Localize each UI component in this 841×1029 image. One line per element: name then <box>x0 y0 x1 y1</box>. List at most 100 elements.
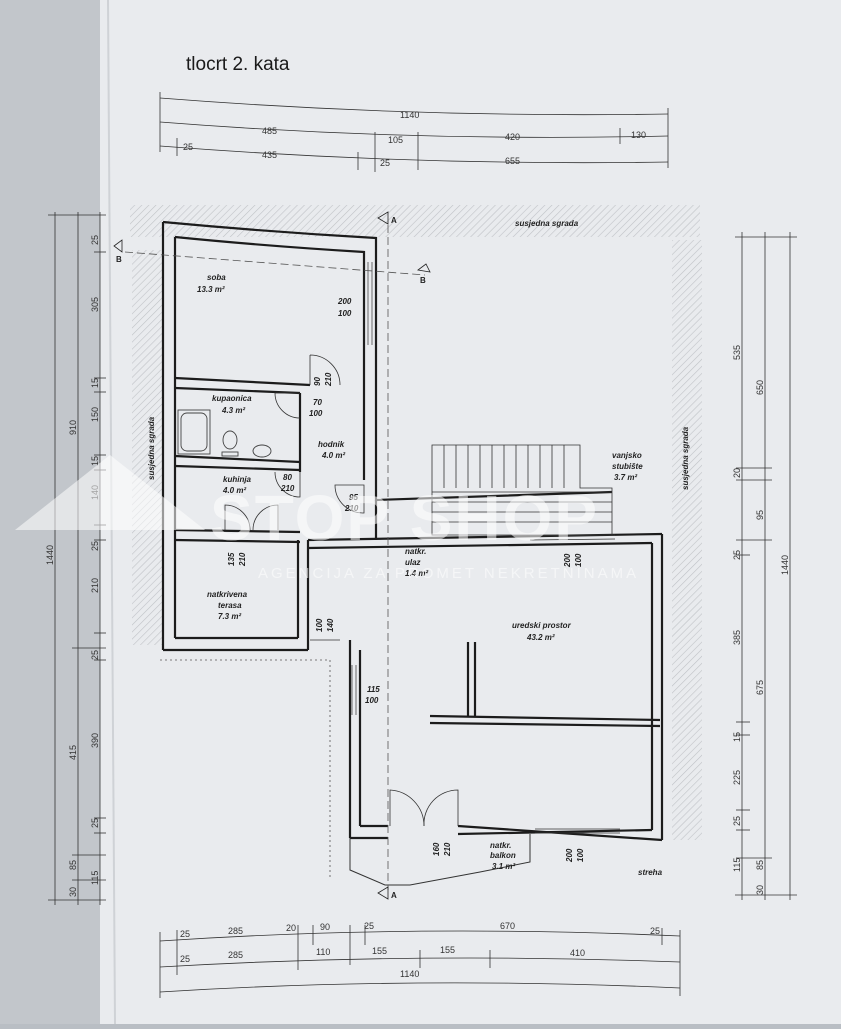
room-kuhinja-name: kuhinja <box>223 475 252 484</box>
section-mark-a-top: A <box>391 216 397 225</box>
dim-top-3c: 25 <box>380 158 390 168</box>
room-terasa-name-1: natkrivena <box>207 590 248 599</box>
opening-soba-window-w: 200 <box>337 297 352 306</box>
dim-right-in-1: 535 <box>732 345 742 360</box>
dim-bottom-1e: 25 <box>364 921 374 931</box>
opening-ured-bottom-w: 200 <box>565 848 574 863</box>
opening-ter-door-w: 135 <box>227 552 236 566</box>
walls <box>161 220 664 842</box>
dim-right-mid-4: 85 <box>755 860 765 870</box>
dim-top-3d: 655 <box>505 156 520 166</box>
opening-labels: 200 100 90 210 70 100 80 210 95 210 135 … <box>227 297 585 863</box>
section-marks: A A B B <box>113 211 431 900</box>
dim-left-in-3: 15 <box>90 378 100 388</box>
dim-top-3a: 25 <box>183 142 193 152</box>
section-mark-a-bottom: A <box>391 891 397 900</box>
opening-soba-door-w: 90 <box>313 377 322 386</box>
room-kuhinja-area: 4.0 m² <box>222 486 246 495</box>
bottom-dimensions <box>159 925 681 998</box>
dim-left-mid-1: 910 <box>68 420 78 435</box>
opening-kuh-door-h: 210 <box>280 484 295 493</box>
windows <box>310 262 620 834</box>
room-soba-area: 13.3 m² <box>197 285 225 294</box>
external-stairs <box>431 444 613 536</box>
room-ured-name: uredski prostor <box>512 621 572 630</box>
opening-kup-door-h: 100 <box>309 409 323 418</box>
opening-ter-door-h: 210 <box>238 552 247 567</box>
opening-ured-top-w: 200 <box>563 553 572 568</box>
room-balkon-area: 3.1 m² <box>492 862 515 871</box>
neighbor-hatch-right <box>672 240 702 840</box>
room-ulaz-name-1: natkr. <box>405 547 426 556</box>
room-balkon-name-2: balkon <box>490 851 516 860</box>
dim-right-in-5: 15 <box>732 732 742 742</box>
neighbor-label-top: susjedna sgrada <box>515 219 579 228</box>
opening-ured-left-w: 115 <box>367 685 380 694</box>
right-dim-labels: 1440 650 95 675 85 30 535 20 25 385 15 2… <box>732 345 790 895</box>
dim-right-in-2: 20 <box>732 468 742 478</box>
neighbor-hatch-top <box>130 205 700 237</box>
dim-bottom-1g: 25 <box>650 926 660 936</box>
dim-left-in-4: 150 <box>90 407 100 422</box>
dim-right-outer: 1440 <box>780 555 790 575</box>
neighbor-label-left: susjedna sgrada <box>147 416 156 480</box>
dim-left-in-11: 25 <box>90 818 100 828</box>
dim-left-in-8: 210 <box>90 578 100 593</box>
dim-right-mid-5: 30 <box>755 885 765 895</box>
dim-left-in-12: 115 <box>90 871 100 885</box>
dim-left-in-1: 25 <box>90 235 100 245</box>
room-stubiste-name-2: stubište <box>612 462 643 471</box>
opening-kup-door-w: 70 <box>313 398 322 407</box>
room-terasa-area: 7.3 m² <box>218 612 241 621</box>
dim-bottom-1b: 285 <box>228 926 243 936</box>
room-ulaz-name-2: ulaz <box>405 558 421 567</box>
room-balkon-name-1: natkr. <box>490 841 511 850</box>
dim-bottom-2b: 285 <box>228 950 243 960</box>
right-dimensions <box>735 232 797 900</box>
dim-bottom-2f: 410 <box>570 948 585 958</box>
dim-left-in-5: 15 <box>90 456 100 466</box>
dim-top-1: 1140 <box>400 110 419 120</box>
dim-right-mid-2: 95 <box>755 510 765 520</box>
neighbor-label-right: susjedna sgrada <box>681 426 690 490</box>
opening-ured-top-h: 100 <box>574 553 583 567</box>
dim-right-in-6: 225 <box>732 770 742 785</box>
dim-bottom-1a: 25 <box>180 929 190 939</box>
dim-bottom-2a: 25 <box>180 954 190 964</box>
opening-ured-door-h: 210 <box>443 842 452 857</box>
opening-ter-window-w: 100 <box>315 618 324 632</box>
room-stubiste-area: 3.7 m² <box>614 473 637 482</box>
room-hodnik-area: 4.0 m² <box>321 451 345 460</box>
room-terasa-name-2: terasa <box>218 601 242 610</box>
dim-right-in-3: 25 <box>732 550 742 560</box>
neighbor-hatch-left <box>132 250 162 645</box>
dim-left-mid-4: 30 <box>68 887 78 897</box>
dim-right-in-7: 25 <box>732 816 742 826</box>
dim-top-2c: 420 <box>505 132 520 142</box>
dim-left-mid-2: 415 <box>68 745 78 760</box>
left-dimensions <box>48 212 106 905</box>
room-ulaz-area: 1.4 m² <box>405 569 428 578</box>
dim-top-2a: 485 <box>262 126 277 136</box>
dim-bottom-2e: 155 <box>440 945 455 955</box>
plan-title: tlocrt 2. kata <box>186 54 290 75</box>
door-swings <box>224 354 459 827</box>
section-mark-b-left: B <box>116 255 122 264</box>
dim-bottom-2c: 110 <box>316 947 330 957</box>
dim-right-in-4: 385 <box>732 630 742 645</box>
opening-hod-door-w: 95 <box>349 493 358 502</box>
balcony-outline <box>349 834 531 886</box>
opening-hod-door-h: 210 <box>344 504 359 513</box>
dim-bottom-3a: 1140 <box>400 969 419 979</box>
top-dimensions <box>159 92 669 172</box>
dim-top-2d: 130 <box>631 130 646 140</box>
watermark: STOP SHOP AGENCIJA ZA PROMET NEKRETNINAM… <box>15 455 639 582</box>
room-kupaonica-area: 4.3 m² <box>221 406 245 415</box>
watermark-tagline: AGENCIJA ZA PROMET NEKRETNINAMA <box>258 565 639 582</box>
room-soba-name: soba <box>207 273 226 282</box>
room-ured-area: 43.2 m² <box>526 633 555 642</box>
dim-left-mid-3: 85 <box>68 860 78 870</box>
watermark-brand: STOP SHOP <box>210 482 599 554</box>
